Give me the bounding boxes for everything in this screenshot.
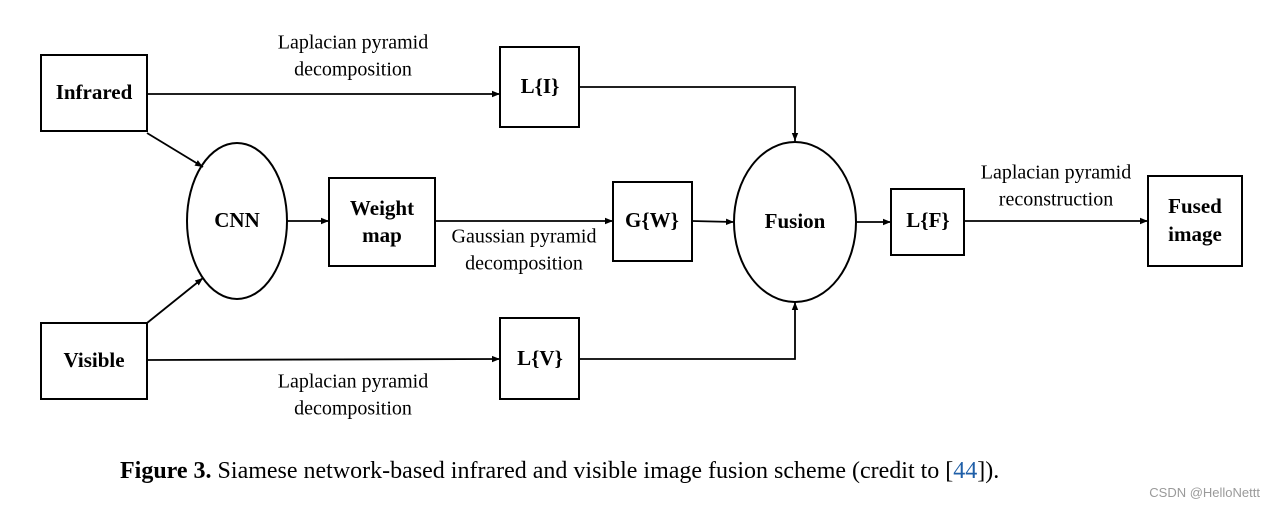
g-w-label: G{W} [625,208,679,232]
figure-number: Figure 3. [120,458,212,484]
recon-edge-label-line1: Laplacian pyramid [981,162,1132,184]
visible-box [40,322,148,400]
l-i-label: L{I} [521,74,560,98]
recon-edge-label-line2: reconstruction [999,189,1113,211]
bottom-edge-label-line2: decomposition [294,398,412,420]
edge-lv-to-fusion [579,302,799,360]
citation-link[interactable]: 44 [953,458,978,484]
visible-label: Visible [63,348,124,372]
weight-map-label-line1: Weight [350,196,414,220]
gauss-edge-label-line2: decomposition [465,253,583,275]
l-v-label: L{V} [517,346,563,370]
weight-map-label-line2: map [362,223,402,247]
l-f-label: L{F} [906,208,949,232]
edge-li-to-fusion [579,86,799,141]
edge-gw-to-fusion [691,218,735,226]
top-edge-label-line2: decomposition [294,59,412,81]
infrared-box [40,54,148,132]
edge-visible-to-lv [146,355,501,363]
gauss-edge-label-line1: Gaussian pyramid [452,226,597,248]
figure-caption: Figure 3. Siamese network-based infrared… [120,458,999,485]
caption-tail: ]). [977,458,1000,484]
fused-image-label-line1: Fused [1168,194,1222,218]
cnn-label: CNN [214,208,260,232]
infrared-label: Infrared [56,80,133,104]
fusion-label: Fusion [765,209,826,233]
fused-image-label-line2: image [1168,222,1222,246]
top-edge-label-line1: Laplacian pyramid [278,32,429,54]
edge-infrared-to-cnn [146,132,204,168]
edge-visible-to-cnn [146,277,204,324]
watermark: CSDN @HelloNettt [1149,485,1260,500]
bottom-edge-label-line1: Laplacian pyramid [278,371,429,393]
caption-text: Siamese network-based infrared and visib… [211,458,954,484]
weight-map-box [328,177,436,267]
